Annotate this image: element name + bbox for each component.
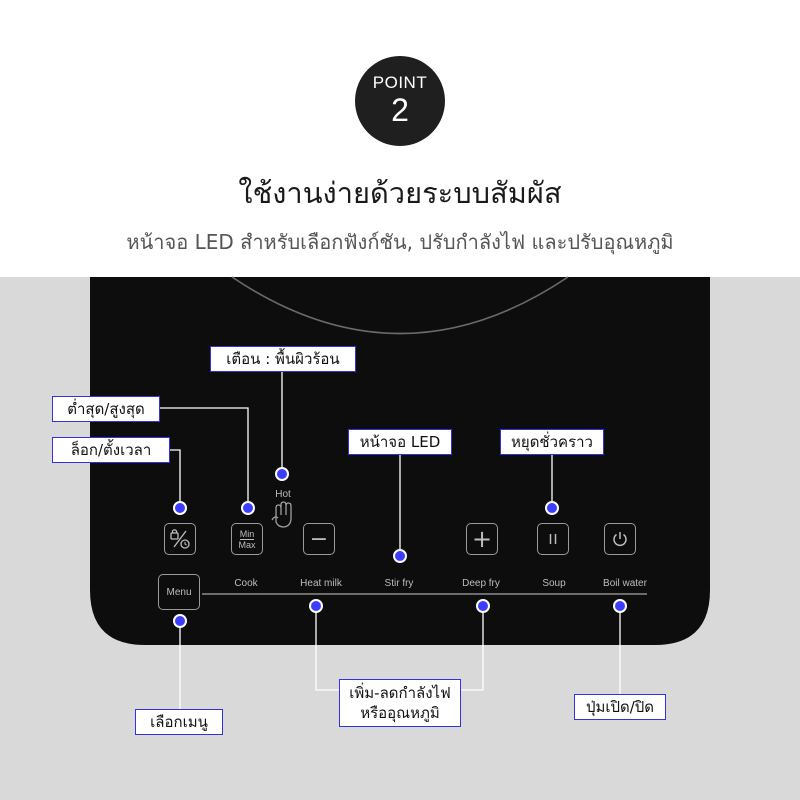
power-icon	[613, 532, 627, 547]
headline: ใช้งานง่ายด้วยระบบสัมผัส	[238, 176, 562, 210]
subheadline: หน้าจอ LED สำหรับเลือกฟังก์ชัน, ปรับกำลั…	[126, 230, 674, 254]
callout-power-adjust: เพิ่ม-ลดกำลังไฟ หรืออุณหภูมิ	[339, 679, 461, 727]
power-button[interactable]	[604, 523, 636, 555]
marker-dot-lock-timer	[173, 501, 187, 515]
marker-dot-plus	[476, 599, 490, 613]
function-soup[interactable]: Soup	[542, 578, 566, 589]
menu-button[interactable]: Menu	[158, 574, 200, 610]
lock-timer-icon	[170, 529, 190, 549]
hot-label: Hot	[275, 489, 291, 500]
min-label: Min	[239, 528, 255, 540]
callout-power-adjust-line1: เพิ่ม-ลดกำลังไฟ	[349, 684, 451, 702]
max-label: Max	[238, 539, 256, 550]
minus-icon: −	[309, 526, 329, 552]
function-boil-water[interactable]: Boil water	[603, 578, 647, 589]
marker-dot-hot	[275, 467, 289, 481]
callout-pause: หยุดชั่วคราว	[500, 429, 604, 455]
menu-button-label: Menu	[166, 586, 192, 598]
callout-power-adjust-line2: หรืออุณหภูมิ	[360, 704, 440, 722]
plus-button[interactable]: +	[466, 523, 498, 555]
callout-hot-warning: เตือน : พื้นผิวร้อน	[210, 346, 356, 372]
marker-dot-menu	[173, 614, 187, 628]
marker-dot-minus	[309, 599, 323, 613]
callout-menu-select: เลือกเมนู	[135, 709, 223, 735]
cooking-zone-ring	[231, 276, 569, 335]
function-deep-fry[interactable]: Deep fry	[462, 578, 500, 589]
function-cook[interactable]: Cook	[234, 578, 258, 589]
minus-button[interactable]: −	[303, 523, 335, 555]
marker-dot-power	[613, 599, 627, 613]
hot-hand-icon	[271, 501, 292, 528]
pause-icon	[549, 534, 557, 544]
marker-dot-pause	[545, 501, 559, 515]
header-section: POINT 2 ใช้งานง่ายด้วยระบบสัมผัส หน้าจอ …	[0, 0, 800, 277]
plus-icon: +	[471, 525, 493, 553]
callout-leader-lines	[160, 372, 621, 710]
pause-button[interactable]	[537, 523, 569, 555]
point-number: 2	[391, 92, 409, 128]
min-max-button[interactable]: Min Max	[231, 523, 263, 555]
lock-timer-button[interactable]	[164, 523, 196, 555]
callout-lock-timer: ล็อก/ตั้งเวลา	[52, 437, 170, 463]
callout-led-display: หน้าจอ LED	[348, 429, 452, 455]
function-stir-fry[interactable]: Stir fry	[384, 578, 414, 589]
point-badge: POINT 2	[355, 56, 445, 146]
point-label: POINT	[372, 73, 428, 92]
callout-power-onoff: ปุ่มเปิด/ปิด	[574, 694, 666, 720]
function-heat-milk[interactable]: Heat milk	[300, 578, 342, 589]
callout-min-max: ต่ำสุด/สูงสุด	[52, 396, 160, 422]
marker-dot-min-max	[241, 501, 255, 515]
marker-dot-led	[393, 549, 407, 563]
